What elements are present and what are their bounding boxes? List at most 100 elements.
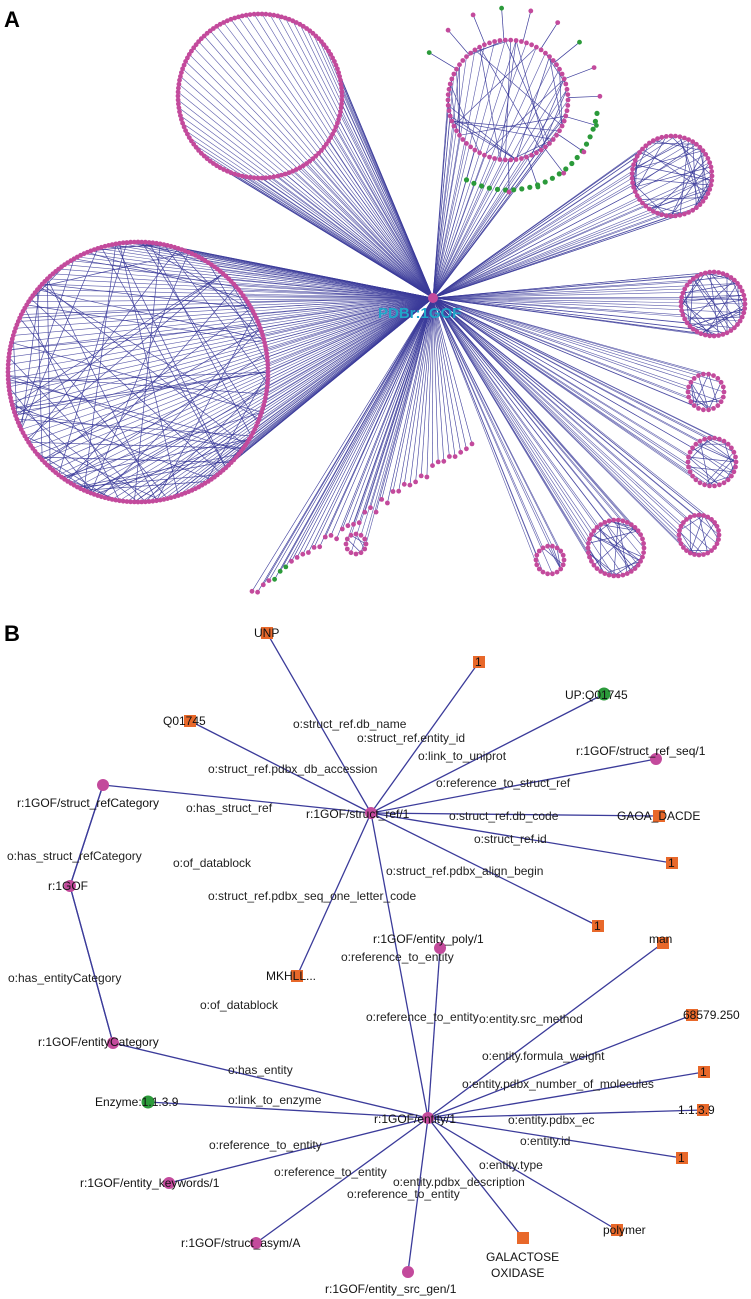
cluster-spoke-edge bbox=[432, 297, 538, 556]
cluster-chord-edge bbox=[90, 252, 189, 494]
cluster-node bbox=[724, 330, 730, 336]
cluster-node bbox=[631, 162, 636, 168]
cluster-node bbox=[711, 269, 717, 275]
cluster-node bbox=[718, 399, 724, 405]
cluster-spoke-edge bbox=[432, 288, 685, 299]
cluster-spoke-edge bbox=[432, 47, 537, 299]
cluster-spoke-edge bbox=[432, 297, 538, 565]
chain-node bbox=[418, 473, 424, 479]
edge-label-17: o:has_entity bbox=[228, 1063, 293, 1077]
cluster-chord-edge bbox=[8, 375, 267, 395]
node-ref[interactable] bbox=[365, 807, 377, 819]
cluster-chord-edge bbox=[694, 396, 724, 406]
cluster-spoke-edge bbox=[312, 33, 434, 299]
chain-spoke-edge bbox=[370, 297, 434, 508]
chain-spoke-edge bbox=[330, 297, 434, 536]
edge-ref-mkhll bbox=[296, 812, 372, 977]
cluster-chord-edge bbox=[596, 527, 641, 562]
cluster-chord-edge bbox=[588, 530, 639, 544]
cluster-chord-edge bbox=[588, 552, 619, 577]
node-gaoa[interactable] bbox=[653, 810, 665, 822]
node-one_d[interactable] bbox=[698, 1066, 710, 1078]
cluster-spoke-edge bbox=[432, 64, 460, 299]
cluster-node bbox=[179, 70, 184, 75]
cluster-node bbox=[519, 156, 524, 161]
cluster-node bbox=[339, 97, 345, 103]
node-refseq[interactable] bbox=[650, 753, 662, 765]
cluster-node bbox=[168, 495, 174, 501]
cluster-spoke-edge bbox=[156, 297, 434, 501]
cluster-spoke-edge bbox=[15, 297, 434, 416]
edge-ref-one_c bbox=[370, 812, 599, 927]
cluster-spoke-edge bbox=[340, 80, 434, 299]
chain-node bbox=[430, 463, 435, 468]
cluster-8 bbox=[432, 297, 720, 556]
cluster-chord-edge bbox=[549, 56, 563, 127]
node-gal[interactable] bbox=[517, 1232, 529, 1244]
chain-spoke-edge bbox=[347, 297, 434, 526]
cluster-node bbox=[686, 394, 692, 400]
node-mkhll[interactable] bbox=[291, 970, 303, 982]
cluster-node bbox=[177, 109, 182, 115]
cluster-spoke-edge bbox=[432, 297, 704, 555]
node-enzyme[interactable] bbox=[141, 1095, 155, 1109]
cluster-node bbox=[684, 548, 689, 553]
node-ent[interactable] bbox=[422, 1112, 434, 1124]
node-unp[interactable] bbox=[261, 627, 273, 639]
cluster-node bbox=[732, 277, 737, 283]
node-one_a[interactable] bbox=[473, 656, 485, 668]
cluster-node bbox=[513, 38, 519, 43]
node-polymer[interactable] bbox=[611, 1224, 623, 1236]
node-one_e[interactable] bbox=[676, 1152, 688, 1164]
node-one_b[interactable] bbox=[666, 857, 678, 869]
node-upq[interactable] bbox=[597, 687, 611, 701]
cluster-spoke-edge bbox=[432, 296, 682, 299]
chain-spoke-edge bbox=[432, 297, 473, 444]
node-man[interactable] bbox=[657, 937, 669, 949]
cluster-node bbox=[487, 40, 492, 46]
cluster-node bbox=[165, 496, 170, 501]
node-ec[interactable] bbox=[697, 1104, 709, 1116]
cluster-chord-edge bbox=[449, 83, 480, 153]
cluster-node bbox=[733, 459, 739, 465]
node-one_c[interactable] bbox=[592, 920, 604, 932]
node-asym[interactable] bbox=[250, 1237, 262, 1249]
cluster-spoke-edge bbox=[211, 264, 434, 299]
cluster-chord-edge bbox=[642, 202, 685, 215]
cluster-chord-edge bbox=[695, 443, 737, 463]
node-q01745[interactable] bbox=[184, 715, 196, 727]
panel-b-nodes: r:1GOF/struct_ref/1r:1GOF/entity/1r:1GOF… bbox=[17, 626, 740, 1296]
cluster-node bbox=[177, 77, 182, 83]
node-kw[interactable] bbox=[163, 1177, 175, 1189]
node-refcat[interactable] bbox=[97, 779, 109, 791]
cluster-spoke-edge bbox=[299, 24, 434, 299]
node-entcat[interactable] bbox=[107, 1037, 119, 1049]
node-srcgen[interactable] bbox=[402, 1266, 414, 1278]
node-rgof[interactable] bbox=[64, 880, 76, 892]
node-poly[interactable] bbox=[434, 942, 446, 954]
cluster-spoke-edge bbox=[261, 13, 434, 299]
cluster-node bbox=[259, 329, 264, 335]
cluster-node bbox=[655, 210, 660, 216]
node-label-poly: r:1GOF/entity_poly/1 bbox=[373, 932, 484, 946]
node-mw[interactable] bbox=[686, 1009, 698, 1021]
cluster-node bbox=[275, 173, 281, 179]
cluster-node bbox=[534, 562, 540, 568]
cluster-node bbox=[690, 207, 696, 213]
cluster-node bbox=[742, 297, 748, 302]
chain-node bbox=[306, 550, 311, 555]
cluster-chord-edge bbox=[692, 141, 697, 208]
hub-node[interactable] bbox=[428, 293, 438, 303]
cluster-node bbox=[711, 373, 716, 378]
cluster-chord-edge bbox=[536, 115, 567, 154]
chain-spoke-edge bbox=[404, 297, 434, 485]
cluster-node bbox=[677, 212, 683, 218]
cluster-chord-edge bbox=[531, 78, 565, 156]
cluster-chord-edge bbox=[693, 278, 728, 333]
cluster-node bbox=[693, 441, 699, 447]
cluster-spoke-edge bbox=[269, 14, 434, 299]
cluster-node bbox=[265, 358, 270, 364]
chain-node bbox=[407, 482, 413, 488]
cluster-spoke-edge bbox=[432, 211, 654, 299]
cluster-spoke-edge bbox=[247, 297, 434, 302]
